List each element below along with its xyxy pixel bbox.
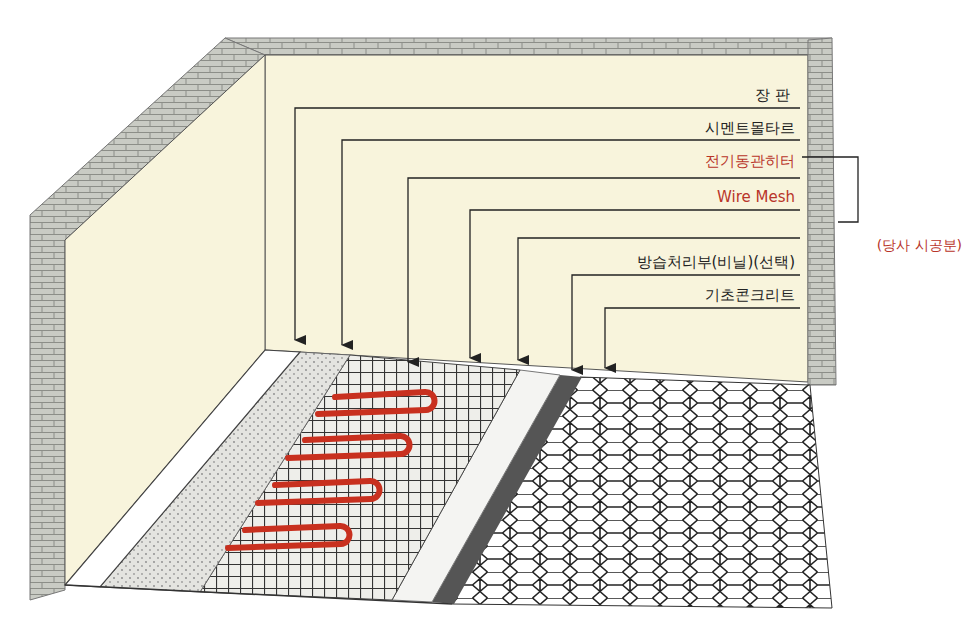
leader-line xyxy=(572,275,800,370)
linoleum-strip xyxy=(65,350,300,587)
heater-loop xyxy=(228,526,349,548)
top-brick-band xyxy=(225,38,832,55)
part-label: 장 판 xyxy=(755,86,790,104)
leader-line xyxy=(295,108,800,340)
part-label: 시멘트몰타르 xyxy=(705,119,795,137)
heater-loop xyxy=(288,436,410,458)
floor-front-edge xyxy=(65,585,452,604)
leader-line xyxy=(470,210,800,358)
bracket xyxy=(802,157,858,222)
leader-line xyxy=(518,238,800,360)
part-label: 전기동관히터 xyxy=(705,152,795,170)
scope-note: (당사 시공분) xyxy=(877,236,962,254)
back-wall xyxy=(265,55,808,382)
right-brick-column xyxy=(808,38,836,385)
leader-lines xyxy=(295,108,800,370)
part-label: 기초콘크리트 xyxy=(705,286,795,304)
leader-line xyxy=(408,178,800,362)
leader-line xyxy=(605,308,800,368)
heater-loop xyxy=(318,392,435,414)
copper-heater xyxy=(228,392,435,548)
leader-line xyxy=(342,140,800,345)
cement-mortar xyxy=(100,352,350,592)
heater-loop xyxy=(258,481,380,503)
part-label: 방습처리부(비닐)(선택) xyxy=(637,253,795,271)
part-label: Wire Mesh xyxy=(717,188,795,206)
